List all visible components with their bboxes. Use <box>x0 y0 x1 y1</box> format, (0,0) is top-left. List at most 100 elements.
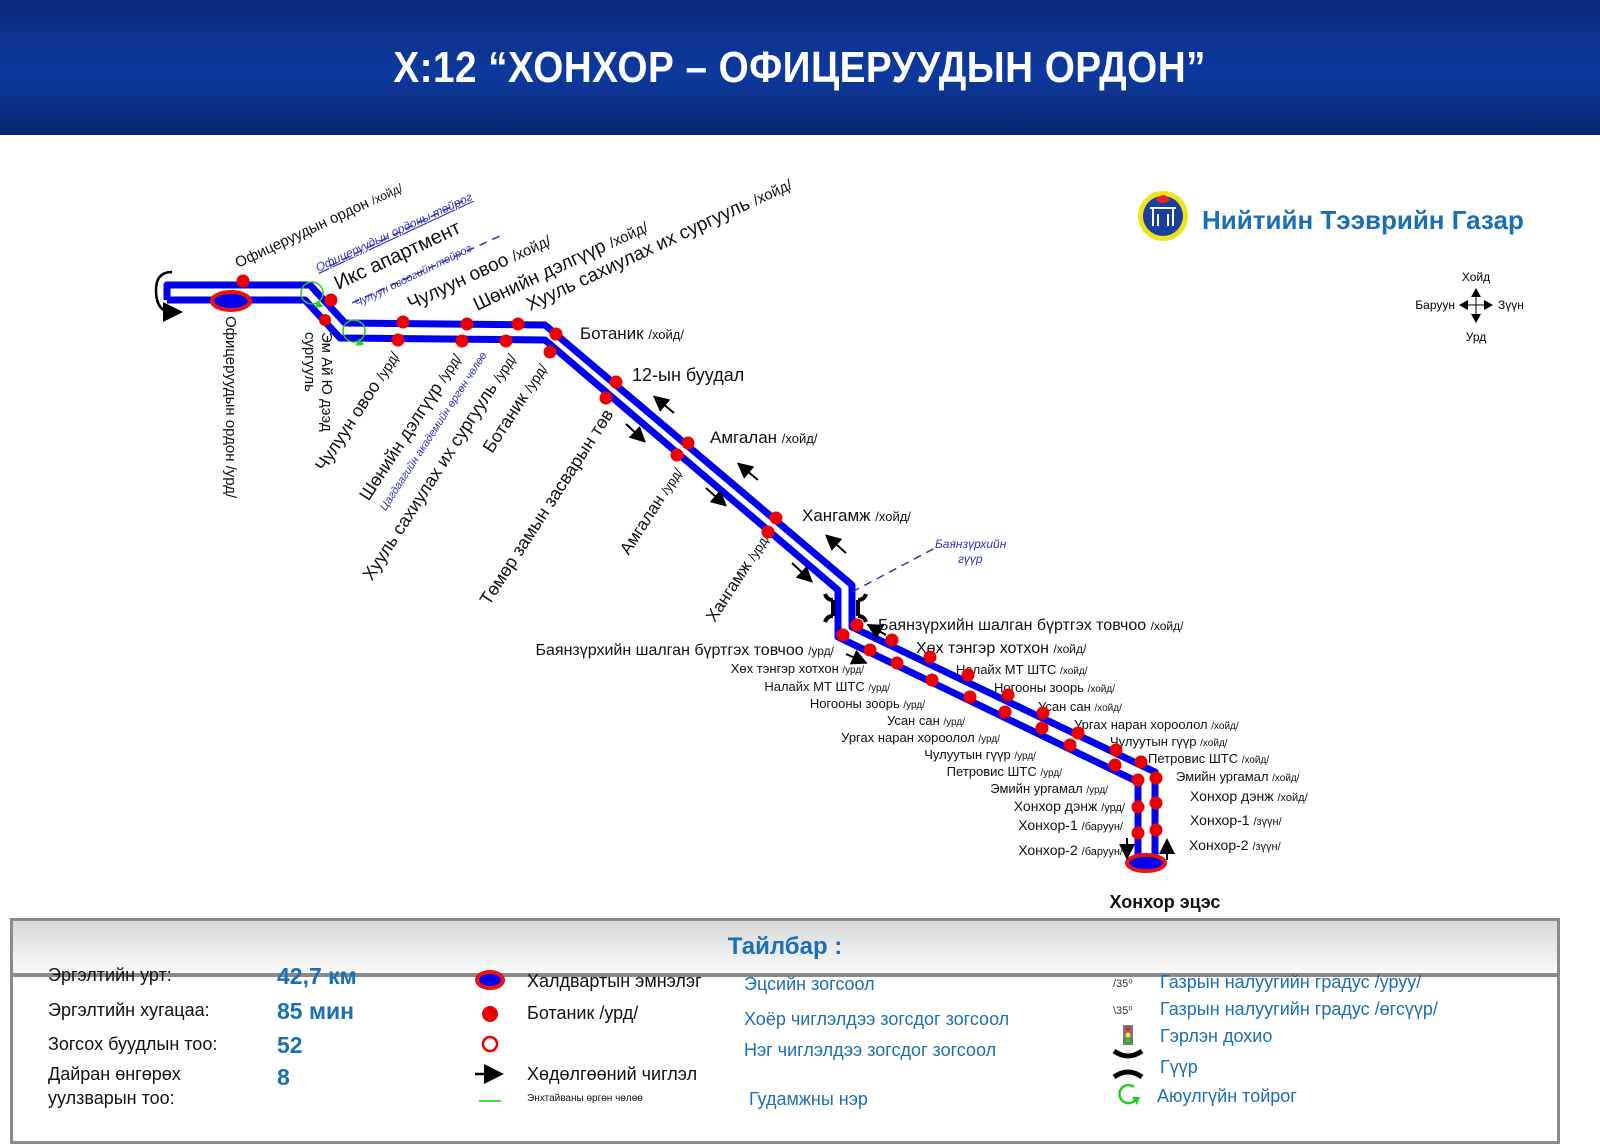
legend-one-direction: Нэг чиглэлдээ зогсдог зогсоол <box>744 1040 997 1060</box>
arrow-icon <box>825 534 847 554</box>
stop-direction: /урд/ <box>1014 751 1036 762</box>
stop-dot-south <box>599 391 613 405</box>
stop-name: Амгалан <box>710 428 782 447</box>
stop-dot-north <box>1001 688 1015 702</box>
stop-name: Хонхор-1 <box>1018 817 1081 833</box>
stop-name: Налайх МТ ШТС <box>956 662 1060 677</box>
stop-direction: /хойд/ <box>369 181 405 208</box>
stop-name: 12-ын буудал <box>632 365 744 385</box>
stop-dot-south <box>863 643 877 657</box>
arrow-icon <box>652 395 675 414</box>
stop-direction: /хойд/ <box>1272 773 1300 784</box>
stop-label-north: Ногооны зоорь /хойд/ <box>994 680 1115 695</box>
stop-label-north: Эмийн ургамал /хойд/ <box>1176 769 1300 784</box>
stop-name: Ботаник <box>580 324 648 343</box>
bridge-icon <box>1112 1048 1144 1080</box>
stop-direction: /хойд/ <box>1094 703 1122 714</box>
legend-panel: Тайлбар : Эргэлтийн урт: 42,7 км Эргэлти… <box>10 918 1560 1144</box>
stop-label-south: Хонхор дэнж /урд/ <box>1014 798 1126 814</box>
stop-name: Налайх МТ ШТС <box>764 679 868 694</box>
stop-dot-north <box>961 668 975 682</box>
route-line-south <box>167 296 1142 860</box>
route-title: Х:12 “ХОНХОР – ОФИЦЕРУУДЫН ОРДОН” <box>393 42 1207 92</box>
stop-name: Хонхор-2 <box>1018 842 1081 858</box>
stop-name: Чулуутын гүүр <box>924 747 1014 762</box>
stop-name: Эмийн ургамал <box>1176 769 1272 784</box>
terminal-start-label: Офицеруудын ордон /урд/ <box>222 316 239 499</box>
stop-direction: /хойд/ <box>1060 666 1088 677</box>
stop-label-south: Усан сан /урд/ <box>887 713 965 728</box>
roundabout-icon <box>300 281 324 308</box>
hospital-icon <box>475 970 505 990</box>
stop-dot-north <box>1149 823 1163 837</box>
stop-label: сургууль <box>301 332 318 392</box>
stop-label-north: 12-ын буудал <box>632 365 744 385</box>
route-line-north <box>163 281 1159 858</box>
roundabout-icon <box>342 319 366 346</box>
traffic-light-icon <box>1123 1025 1133 1045</box>
stop-direction: /урд/ <box>808 644 835 658</box>
stop-dot-south <box>1131 800 1145 814</box>
stop-direction: /урд/ <box>521 361 551 395</box>
stop-label-south: Шөнийн дэлгүүр /урд/ <box>355 349 465 504</box>
stop-name: Петровис ШТС <box>1148 751 1242 766</box>
stop-dot-south <box>1131 826 1145 840</box>
stop-label-north: Чулуутын гүүр /хойд/ <box>1110 734 1228 749</box>
slope-up-icon: \35⁰ <box>1113 1005 1133 1017</box>
stop-dot-north <box>236 274 250 288</box>
stop-dot-north <box>1071 726 1085 740</box>
stop-label-south: Ногооны зоорь /урд/ <box>810 696 925 711</box>
stop-dot-south <box>455 334 469 348</box>
legend-slope-up: Газрын налуугийн градус /өгсүүр/ <box>1160 999 1438 1019</box>
arrow-icon <box>736 462 759 481</box>
stop-label-north: Петровис ШТС /хойд/ <box>1148 751 1269 766</box>
turnaround-arrow-icon <box>154 270 183 322</box>
stop-label-north: Налайх МТ ШТС /хойд/ <box>956 662 1088 677</box>
stop-dot-icon <box>482 1006 498 1022</box>
arrow-icon <box>625 423 646 443</box>
compass-north: Хойд <box>1462 270 1490 284</box>
stat-value: 85 мин <box>277 998 355 1024</box>
stop-direction: /хойд/ <box>1277 792 1308 804</box>
compass-east: Зүүн <box>1498 298 1524 312</box>
stop-dot-south <box>925 673 939 687</box>
stop-label-north: Усан сан /хойд/ <box>1038 699 1122 714</box>
stop-direction: /хойд/ <box>1088 684 1116 695</box>
stat-value: 42,7 км <box>277 963 357 989</box>
stop-dot-north <box>885 633 899 647</box>
stop-label-south: Петровис ШТС /урд/ <box>947 764 1063 779</box>
legend-bridge: Гүүр <box>1160 1057 1198 1077</box>
stop-name: Ургах наран хороолол <box>1074 717 1211 732</box>
stop-name: Баянзүрхийн шалган бүртгэх товчоо <box>536 642 809 659</box>
bridge-icon <box>823 593 835 623</box>
route-map: Офицеруудын ордон /урд/ Хонхор эцэс Офиц… <box>154 176 1524 912</box>
stop-label: Эм Ай Ю дээд <box>318 332 335 432</box>
stop-label-south: Хөх тэнгэр хотхон /урд/ <box>731 661 864 676</box>
legend-street-name: Гудамжны нэр <box>749 1089 868 1109</box>
street-label: гүүр <box>958 552 983 566</box>
stop-dot-north <box>511 317 525 331</box>
stat-label: Зогсох буудлын тоо: <box>48 1034 218 1054</box>
stop-name: Хонхор дэнж <box>1190 788 1277 804</box>
stat-label: уулзварын тоо: <box>48 1088 175 1108</box>
stop-name: Хангамж <box>802 506 875 525</box>
legend-roundabout: Аюулгүйн тойрог <box>1157 1086 1297 1106</box>
stop-dot-north <box>1149 796 1163 810</box>
arrow-icon <box>705 487 727 507</box>
stop-label-north: Хонхор-1 /зүүн/ <box>1190 812 1283 828</box>
stop-direction: /зүүн/ <box>1252 841 1281 853</box>
stop-direction: /урд/ <box>373 349 403 383</box>
stop-dot-south <box>543 345 557 359</box>
terminal-end-label: Хонхор эцэс <box>1110 892 1221 912</box>
stop-direction: /урд/ <box>978 734 1000 745</box>
stops: Офицеруудын ордон /хойд/Икс апартментЧул… <box>233 176 1309 858</box>
stop-direction: /хойд/ <box>782 431 818 446</box>
stop-direction: /урд/ <box>1101 802 1126 814</box>
stop-label-north: Баянзүрхийн шалган бүртгэх товчоо /хойд/ <box>878 617 1184 634</box>
stop-direction: /баруун/ <box>1082 846 1124 858</box>
legend-direction: Хөдөлгөөний чиглэл <box>527 1064 698 1084</box>
stop-name: Усан сан <box>1038 699 1094 714</box>
stop-dot-north <box>1036 706 1050 720</box>
stop-name: Амгалан <box>616 487 671 558</box>
stop-label-north: Хонхор дэнж /хойд/ <box>1190 788 1309 804</box>
